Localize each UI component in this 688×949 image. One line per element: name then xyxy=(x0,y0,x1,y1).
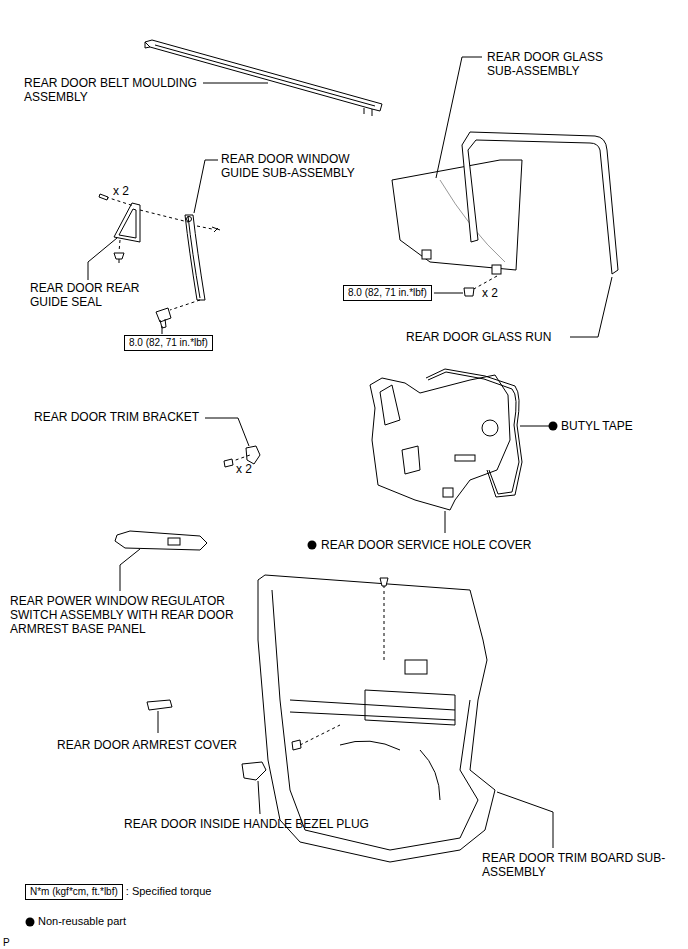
torque-value: 8.0 (82, 71 in.*lbf) xyxy=(129,337,208,348)
bezel-plug xyxy=(242,762,266,780)
part-name: BUTYL TAPE xyxy=(561,419,633,433)
quantity-note: x 2 xyxy=(236,462,252,476)
torque-box: 8.0 (82, 71 in.*lbf) xyxy=(124,335,213,351)
glass-run xyxy=(462,132,618,274)
part-name: REAR DOOR INSIDE HANDLE BEZEL PLUG xyxy=(124,817,369,831)
torque-unit-box: N*m (kgf*cm, ft.*lbf) xyxy=(25,884,123,900)
switch-panel xyxy=(115,531,207,550)
legend-text: : Specified torque xyxy=(126,885,212,898)
quantity-note: P xyxy=(3,936,10,949)
part-name: REAR DOOR TRIM BOARD SUB-ASSEMBLY xyxy=(482,851,677,879)
armrest-cover xyxy=(147,700,172,710)
part-name: REAR DOOR SERVICE HOLE COVER xyxy=(321,538,532,552)
legend-dot-sample xyxy=(26,918,35,927)
part-name: REAR DOOR BELT MOULDING ASSEMBLY xyxy=(24,76,214,104)
torque-value: N*m (kgf*cm, ft.*lbf) xyxy=(30,886,118,897)
part-name: REAR DOOR GLASS SUB-ASSEMBLY xyxy=(487,50,612,78)
door-glass xyxy=(392,160,522,296)
leader-line xyxy=(434,293,463,294)
butyl-tape xyxy=(426,369,522,497)
non-reusable-mark xyxy=(549,422,558,431)
part-name: REAR DOOR WINDOW GUIDE SUB-ASSEMBLY xyxy=(221,152,371,180)
torque-value: 8.0 (82, 71 in.*lbf) xyxy=(348,287,427,298)
quantity-note: x 2 xyxy=(482,286,498,300)
part-name: REAR DOOR TRIM BRACKET xyxy=(34,410,199,424)
guide-seal xyxy=(99,194,200,328)
torque-box: 8.0 (82, 71 in.*lbf) xyxy=(343,285,432,301)
window-guide xyxy=(185,215,220,300)
part-name: REAR DOOR GLASS RUN xyxy=(406,330,551,344)
non-reusable-mark xyxy=(308,541,317,550)
quantity-note: x 2 xyxy=(113,184,129,198)
service-hole-cover xyxy=(370,375,510,510)
part-name: REAR DOOR REAR GUIDE SEAL xyxy=(30,281,150,309)
legend-text: Non-reusable part xyxy=(38,915,126,928)
leader-lines xyxy=(88,57,612,848)
part-name: REAR DOOR ARMREST COVER xyxy=(57,738,237,752)
part-name: REAR POWER WINDOW REGULATOR SWITCH ASSEM… xyxy=(10,594,255,636)
